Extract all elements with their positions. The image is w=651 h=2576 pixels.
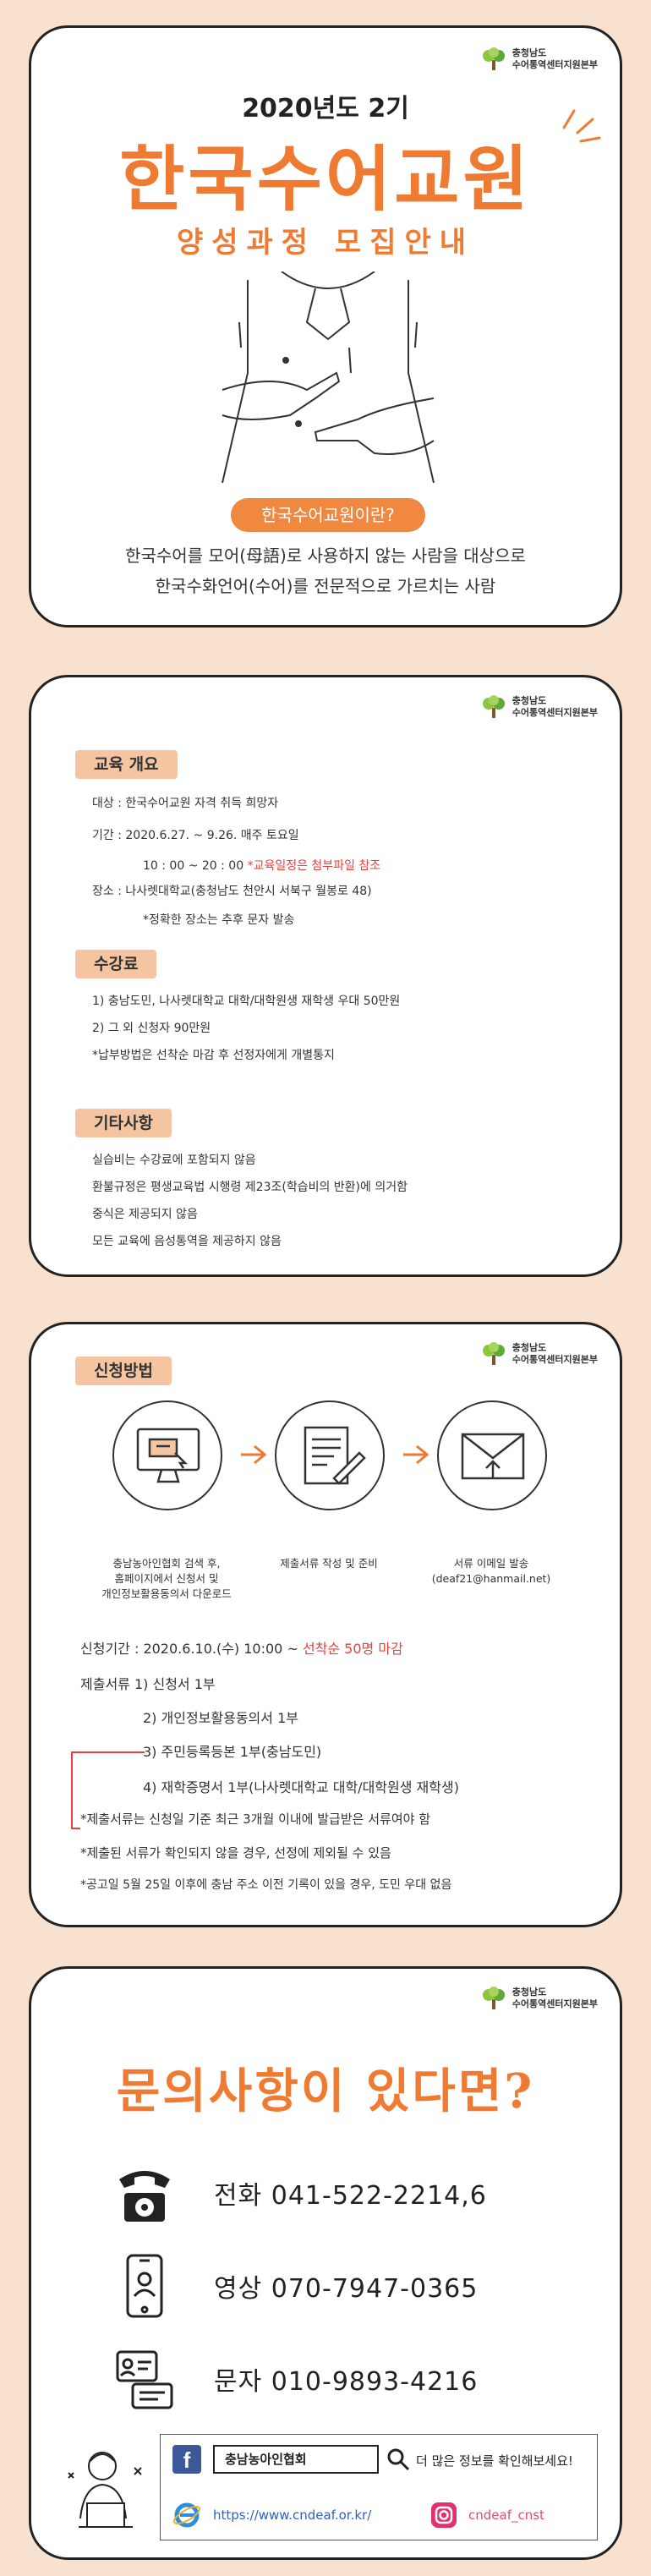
fee-line2: 2) 그 외 신청자 90만원 (92, 1022, 211, 1035)
facebook-icon[interactable]: f (172, 2445, 201, 2474)
page-subtitle: 양성과정 모집안내 (176, 226, 475, 260)
definition-text: 한국수어를 모어(母語)로 사용하지 않는 사람을 대상으로 한국수화언어(수어… (31, 540, 620, 601)
facebook-more-text: 더 많은 정보를 확인해보세요! (416, 2453, 573, 2469)
etc-item: 중식은 제공되지 않음 (92, 1208, 198, 1221)
contact-number: 070-7947-0365 (271, 2274, 479, 2304)
signing-hands-illustration (222, 271, 435, 483)
overview-badge: 교육 개요 (75, 750, 178, 779)
brand-line2: 수어통역센터지원본부 (512, 1998, 598, 2009)
tree-logo-icon (482, 1342, 505, 1365)
notice-text: *공고일 5월 25일 이후에 충남 주소 이전 기록이 있을 경우, 도민 우… (80, 1878, 452, 1892)
place-text: 장소 : 나사렛대학교(충청남도 천안시 서북구 월봉로 48) (92, 885, 372, 898)
period-text: 기간 : 2020.6.27. ~ 9.26. 매주 토요일 (92, 829, 299, 842)
fee-note: *납부방법은 선착순 마감 후 선정자에게 개별통지 (92, 1049, 335, 1062)
etc-item: 환불규정은 평생교육법 시행령 제23조(학습비의 반환)에 의거함 (92, 1181, 408, 1194)
email-icon (461, 1433, 525, 1480)
sparkle-icon (562, 109, 601, 143)
video-phone-icon (126, 2254, 163, 2318)
brand-line2: 수어통역센터지원본부 (512, 59, 598, 70)
contact-number: 010-9893-4216 (271, 2367, 479, 2397)
fee-badge: 수강료 (75, 950, 157, 978)
time-row: 10 : 00 ~ 20 : 00 *교육일정은 첨부파일 참조 (143, 857, 380, 874)
person-laptop-illustration (68, 2452, 142, 2528)
etc-item: 모든 교육에 음성통역을 제공하지 않음 (92, 1235, 282, 1248)
contact-label: 영상 (214, 2274, 263, 2304)
contact-title: 문의사항이 있다면? (116, 2064, 535, 2119)
etc-badge: 기타사항 (75, 1109, 172, 1137)
brand-line2: 수어통역센터지원본부 (512, 707, 598, 718)
instagram-handle[interactable]: cndeaf_cnst (468, 2507, 544, 2523)
time-text: 10 : 00 ~ 20 : 00 (143, 859, 244, 873)
step-document (275, 1400, 385, 1510)
apply-badge: 신청방법 (75, 1357, 172, 1385)
browser-icon (172, 2502, 201, 2528)
notice-text: *제출된 서류가 확인되지 않을 경우, 선정에 제외될 수 있음 (80, 1845, 391, 1861)
message-icon (116, 2350, 173, 2409)
apply-deadline-note: 선착순 50명 마감 (302, 1641, 403, 1657)
step-email (437, 1400, 547, 1510)
contact-label: 전화 (214, 2181, 263, 2211)
doc-item: 2) 개인정보활용동의서 1부 (143, 1710, 298, 1726)
instagram-icon[interactable] (429, 2501, 458, 2529)
telephone-icon (119, 2171, 170, 2222)
contact-video: 영상 070-7947-0365 (114, 2252, 478, 2320)
doc-item: 3) 주민등록등본 1부(충남도민) (143, 1744, 322, 1760)
brand-line1: 충청남도 (512, 1987, 547, 1998)
arrow-right-icon (241, 1444, 267, 1465)
what-is-teacher-label: 한국수어교원이란? (231, 498, 425, 532)
time-note: *교육일정은 첨부파일 참조 (247, 859, 381, 873)
target-text: 대상 : 한국수어교원 자격 취득 희망자 (92, 797, 279, 810)
definition-line2: 한국수화언어(수어)를 전문적으로 가르치는 사람 (155, 576, 496, 596)
apply-period: 신청기간 : 2020.6.10.(수) 10:00 ~ 선착순 50명 마감 (80, 1641, 403, 1657)
step-computer (112, 1400, 222, 1510)
brand-line1: 충청남도 (512, 695, 547, 706)
etc-item: 실습비는 수강료에 포함되지 않음 (92, 1154, 256, 1167)
brand-line1: 충청남도 (512, 47, 547, 58)
bracket-connector (71, 1751, 145, 1829)
year-label: 2020년도 2기 (242, 94, 409, 123)
search-icon[interactable] (386, 2447, 411, 2472)
doc-item: 4) 재학증명서 1부(나사렛대학교 대학/대학원생 재학생) (143, 1779, 459, 1795)
step-label: 제출서류 작성 및 준비 (280, 1557, 378, 1570)
social-links-box: f 충남농아인협회 더 많은 정보를 확인해보세요! https://www.c… (160, 2434, 598, 2540)
tree-logo-icon (482, 47, 505, 70)
brand-line2: 수어통역센터지원본부 (512, 1354, 598, 1365)
contact-phone: 전화 041-522-2214,6 (114, 2159, 487, 2227)
arrow-right-icon (403, 1444, 429, 1465)
docs-row: 제출서류 1) 신청서 1부 (80, 1676, 216, 1692)
contact-number: 041-522-2214,6 (271, 2181, 487, 2211)
brand-line1: 충청남도 (512, 1342, 547, 1353)
place-note: *정확한 장소는 추후 문자 발송 (143, 913, 295, 927)
step-label: 서류 이메일 발송 (deaf21@hanmail.net) (431, 1557, 551, 1585)
tree-logo-icon (482, 1987, 505, 2009)
contact-sms: 문자 010-9893-4216 (114, 2345, 478, 2413)
facebook-search-field[interactable]: 충남농아인협회 (213, 2445, 379, 2474)
page-title: 한국수어교원 (119, 138, 532, 221)
fee-line1: 1) 충남도민, 나사렛대학교 대학/대학원생 재학생 우대 50만원 (92, 995, 401, 1008)
notice-text: *제출서류는 신청일 기준 최근 3개월 이내에 발급받은 서류여야 함 (80, 1811, 430, 1827)
homepage-link[interactable]: https://www.cndeaf.or.kr/ (213, 2507, 372, 2523)
docs-label: 제출서류 (80, 1676, 130, 1692)
step-label: 충남농아인협회 검색 후, 홈페이지에서 신청서 및 개인정보활용동의서 다운로… (101, 1557, 232, 1600)
contact-label: 문자 (214, 2367, 263, 2397)
document-pen-icon (304, 1426, 366, 1485)
computer-icon (136, 1428, 200, 1483)
tree-logo-icon (482, 695, 505, 718)
definition-line1: 한국수어를 모어(母語)로 사용하지 않는 사람을 대상으로 (125, 545, 526, 566)
